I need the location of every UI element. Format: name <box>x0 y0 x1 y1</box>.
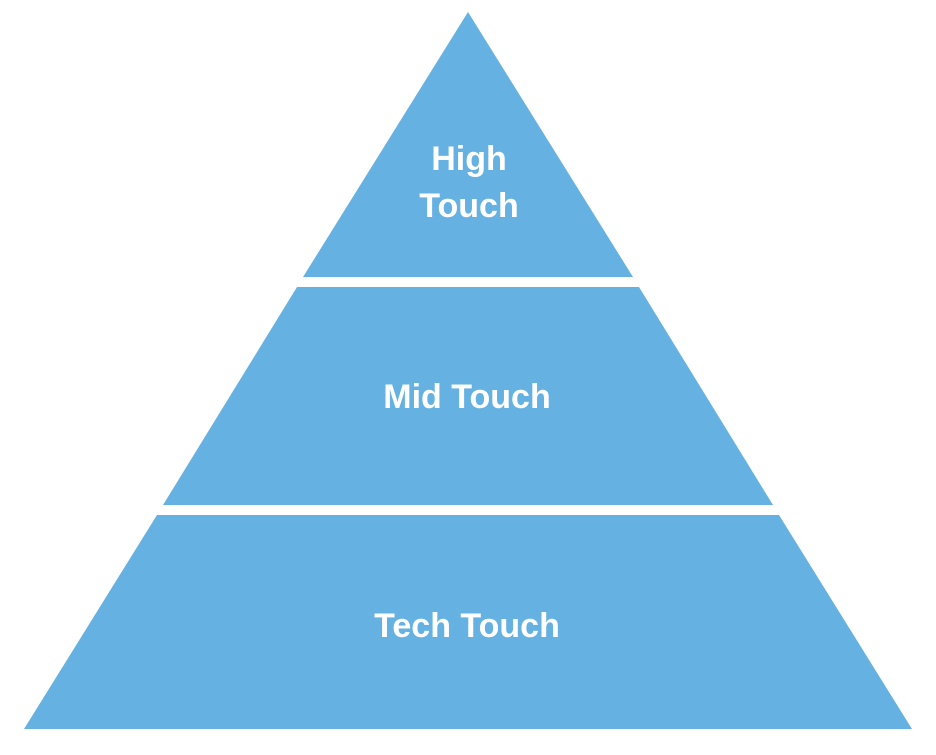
tier-high-touch: High Touch <box>303 12 633 277</box>
tier-mid-touch-label: Mid Touch <box>383 378 550 416</box>
tier-mid-touch-shape <box>163 287 773 505</box>
tier-tech-touch: Tech Touch <box>24 515 912 729</box>
tier-high-touch-label-line2: Touch <box>419 187 518 225</box>
tier-tech-touch-label: Tech Touch <box>374 607 560 645</box>
tier-high-touch-shape <box>303 12 633 277</box>
tier-mid-touch: Mid Touch <box>163 287 773 505</box>
tier-high-touch-label-line1: High <box>431 140 507 178</box>
tier-tech-touch-shape <box>24 515 912 729</box>
